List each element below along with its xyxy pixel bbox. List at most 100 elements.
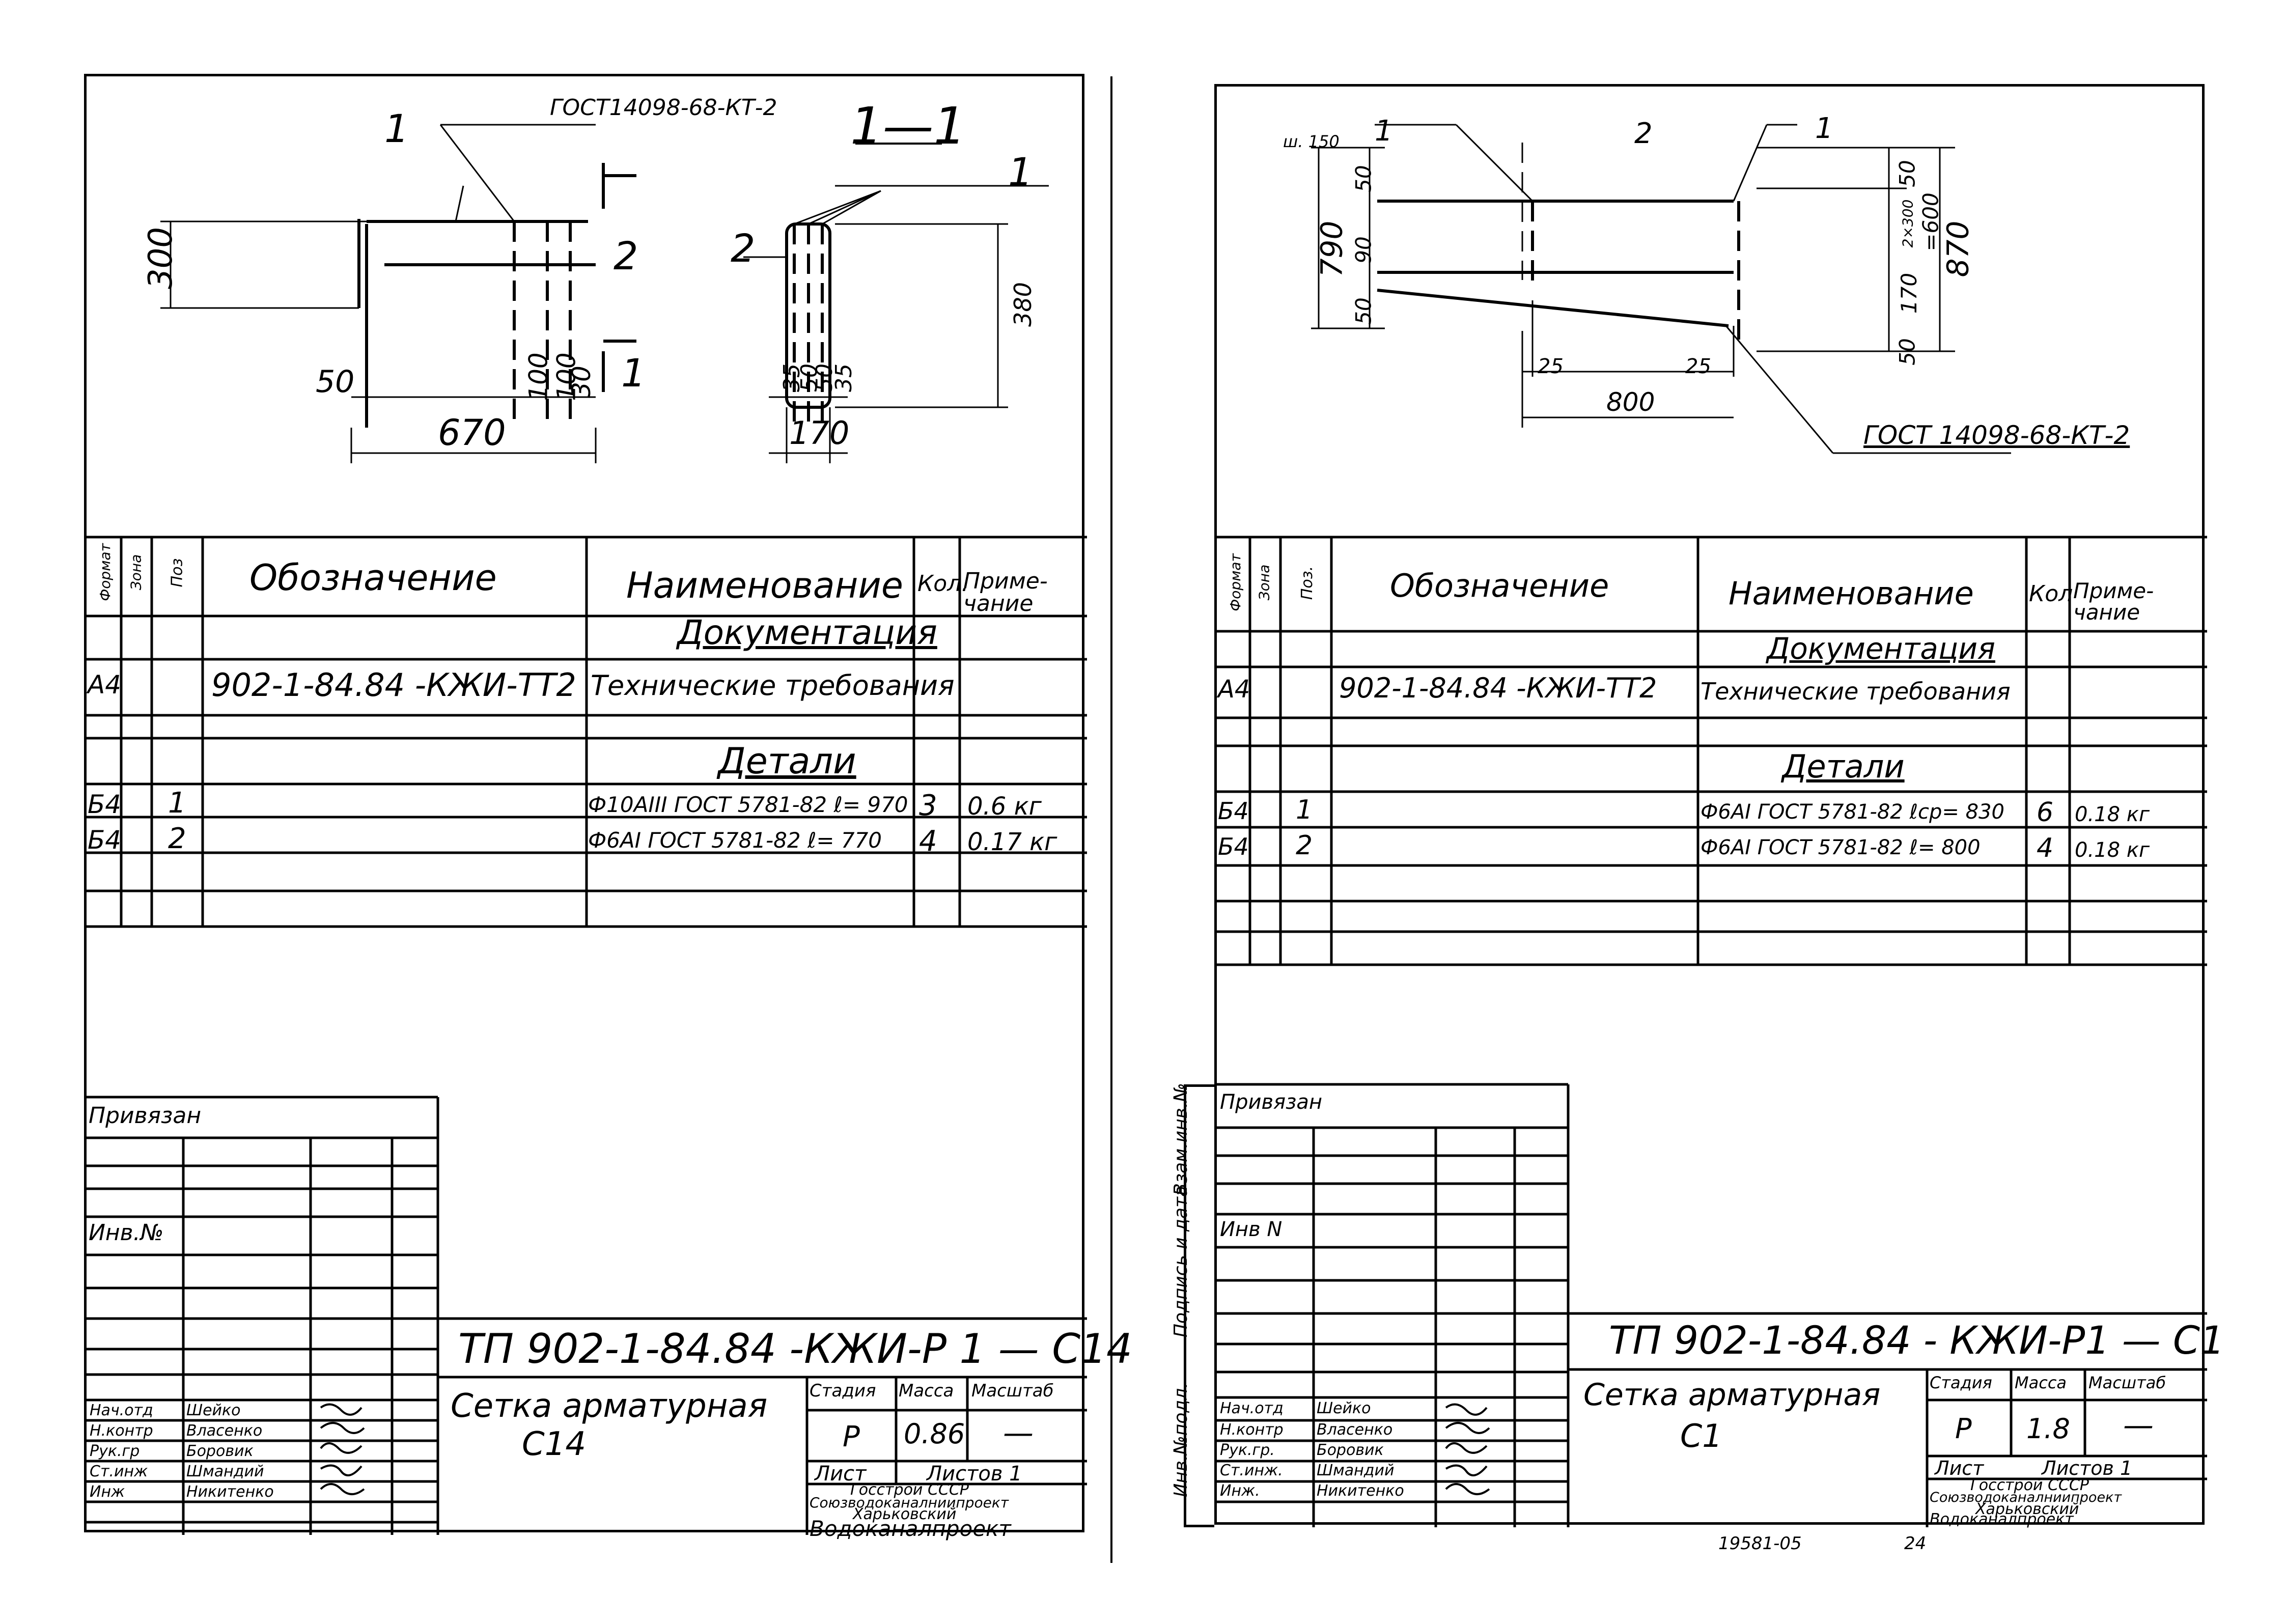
right-section-parts: Детали	[1782, 748, 1905, 785]
left-org3: Харьковский	[853, 1505, 957, 1523]
right-dim-25a: 25	[1538, 355, 1564, 378]
left-h-stage: Стадия	[810, 1381, 876, 1401]
left-gost-label: ГОСТ14098-68-КТ-2	[550, 95, 777, 121]
right-side-label-3: Взам.инв.№	[1171, 1083, 1191, 1196]
left-title-block	[87, 1096, 1087, 1535]
left-header-note: Приме-чание	[963, 568, 1048, 617]
right-org3: Харьковский	[1975, 1500, 2079, 1518]
left-row1-pos: 1	[168, 787, 186, 820]
right-header-designation: Обозначение	[1390, 567, 1609, 604]
right-org2: Союзводоканалниипроект	[1930, 1490, 2122, 1505]
left-scale: —	[1003, 1415, 1034, 1451]
left-signer3-role: Рук.гр	[90, 1442, 140, 1460]
left-row1-format: Б4	[88, 790, 122, 819]
right-header-name: Наименование	[1729, 575, 1974, 612]
right-signer4-name: Шмандий	[1317, 1462, 1395, 1479]
right-callout-1b: 1	[1815, 112, 1833, 145]
left-doc-designation: 902-1-84.84 -КЖИ-ТТ2	[211, 666, 576, 704]
right-signer3-name: Боровик	[1317, 1441, 1384, 1459]
left-sheet: ГОСТ14098-68-КТ-2 1—1 1 2 1 1 2 1 300 50…	[84, 74, 1132, 1539]
right-inv: Инв N	[1220, 1218, 1283, 1241]
right-mass: 1.8	[2026, 1413, 2070, 1445]
right-signer5-role: Инж.	[1220, 1482, 1260, 1500]
right-sheets-label: Листов 1	[2042, 1457, 2133, 1479]
left-org2: Союзводоканалниипроект	[810, 1494, 1009, 1511]
left-row2-format: Б4	[88, 825, 122, 855]
right-header-qty: Кол	[2029, 581, 2073, 607]
left-dim-170: 170	[789, 414, 850, 452]
right-side-strip	[1184, 1084, 1214, 1527]
left-stage: Р	[843, 1420, 860, 1453]
right-signer5-name: Никитенко	[1317, 1482, 1404, 1500]
left-row2-qty: 4	[919, 825, 937, 858]
left-sheet-label: Лист	[815, 1462, 867, 1486]
left-sheets-label: Листов 1	[927, 1462, 1022, 1486]
right-callout-1a: 1	[1375, 115, 1393, 148]
right-row1-name: Ф6АI ГОСТ 5781-82 ℓср= 830	[1701, 800, 2004, 824]
left-row1-name: Ф10АIII ГОСТ 5781-82 ℓ= 970	[588, 792, 908, 817]
right-row2-qty: 4	[2037, 833, 2054, 863]
left-doc-format: А4	[88, 670, 122, 699]
left-section-label: 1—1	[850, 96, 966, 156]
right-mesh-plan	[1311, 124, 2011, 454]
sheet-separator	[1110, 76, 1112, 1563]
left-org4: Водоканалпроект	[810, 1516, 1011, 1541]
right-side-label-1: Инв.№подл.	[1171, 1382, 1191, 1497]
left-row2-note: 0.17 кг	[967, 828, 1057, 856]
right-org4: Водоканалпроект	[1930, 1510, 2074, 1528]
right-signer1-name: Шейко	[1317, 1399, 1371, 1417]
right-step-label: ш. 150	[1283, 132, 1340, 151]
right-gost-label: ГОСТ 14098-68-КТ-2	[1863, 421, 2130, 450]
left-privyazan: Привязан	[89, 1103, 202, 1129]
right-dim-800: 800	[1606, 387, 1655, 417]
right-scale: —	[2123, 1408, 2154, 1443]
right-drawing-code: ТП 902-1-84.84 - КЖИ-Р1 — С1	[1609, 1318, 2225, 1363]
left-callout-section-1: 1	[621, 350, 646, 396]
left-section-view	[743, 143, 1049, 463]
right-signer2-name: Власенко	[1317, 1421, 1393, 1439]
left-h-mass: Масса	[899, 1381, 954, 1401]
right-row2-pos: 2	[1296, 830, 1313, 861]
right-h-stage: Стадия	[1930, 1373, 1992, 1392]
left-callout-section-1b: 1	[1008, 149, 1033, 194]
right-section-docs: Документация	[1767, 631, 1995, 666]
left-signer5-role: Инж	[90, 1483, 125, 1501]
left-row1-qty: 3	[919, 789, 937, 822]
right-title-block	[1217, 1083, 2207, 1527]
right-signatures	[1445, 1403, 1490, 1495]
left-title-line1: Сетка арматурная	[451, 1387, 768, 1425]
left-drawing-code: ТП 902-1-84.84 -КЖИ-Р 1 — С14	[458, 1325, 1132, 1373]
left-title-line2: С14	[522, 1425, 587, 1463]
left-signer2-name: Власенко	[186, 1422, 263, 1440]
left-header-name: Наименование	[626, 565, 903, 606]
left-signer1-role: Нач.отд	[90, 1402, 153, 1419]
left-org1: Госстрой СССР	[850, 1481, 969, 1499]
left-row1-note: 0.6 кг	[967, 792, 1042, 821]
left-h-scale: Масштаб	[971, 1381, 1054, 1401]
right-signer4-role: Ст.инж.	[1220, 1462, 1283, 1479]
right-signer3-role: Рук.гр.	[1220, 1441, 1275, 1459]
right-title-line1: Сетка арматурная	[1583, 1377, 1881, 1413]
right-stage: Р	[1955, 1413, 1972, 1445]
left-doc-name: Технические требования	[591, 669, 955, 702]
right-dim-25b: 25	[1685, 355, 1711, 378]
right-h-scale: Масштаб	[2088, 1373, 2166, 1392]
left-row2-name: Ф6АI ГОСТ 5781-82 ℓ= 770	[588, 828, 882, 853]
left-signer5-name: Никитенко	[186, 1483, 274, 1501]
right-signer2-role: Н.контр	[1220, 1421, 1284, 1439]
footer-number: 19581-05	[1718, 1533, 1802, 1554]
left-inv: Инв.№	[89, 1220, 164, 1246]
right-row1-pos: 1	[1296, 795, 1313, 825]
right-row1-format: Б4	[1218, 797, 1249, 825]
right-doc-format: А4	[1218, 675, 1250, 704]
left-header-qty: Кол.	[917, 571, 969, 597]
right-header-note: Приме-чание	[2073, 578, 2154, 625]
right-row1-qty: 6	[2037, 797, 2054, 828]
right-linework	[1217, 124, 2207, 1527]
left-mass: 0.86	[904, 1418, 965, 1450]
left-row2-pos: 2	[168, 822, 186, 855]
right-title-line2: С1	[1680, 1417, 1722, 1454]
right-doc-name: Технические требования	[1701, 678, 2011, 705]
left-mesh-elevation	[160, 124, 636, 463]
left-signer2-role: Н.контр	[90, 1422, 153, 1440]
